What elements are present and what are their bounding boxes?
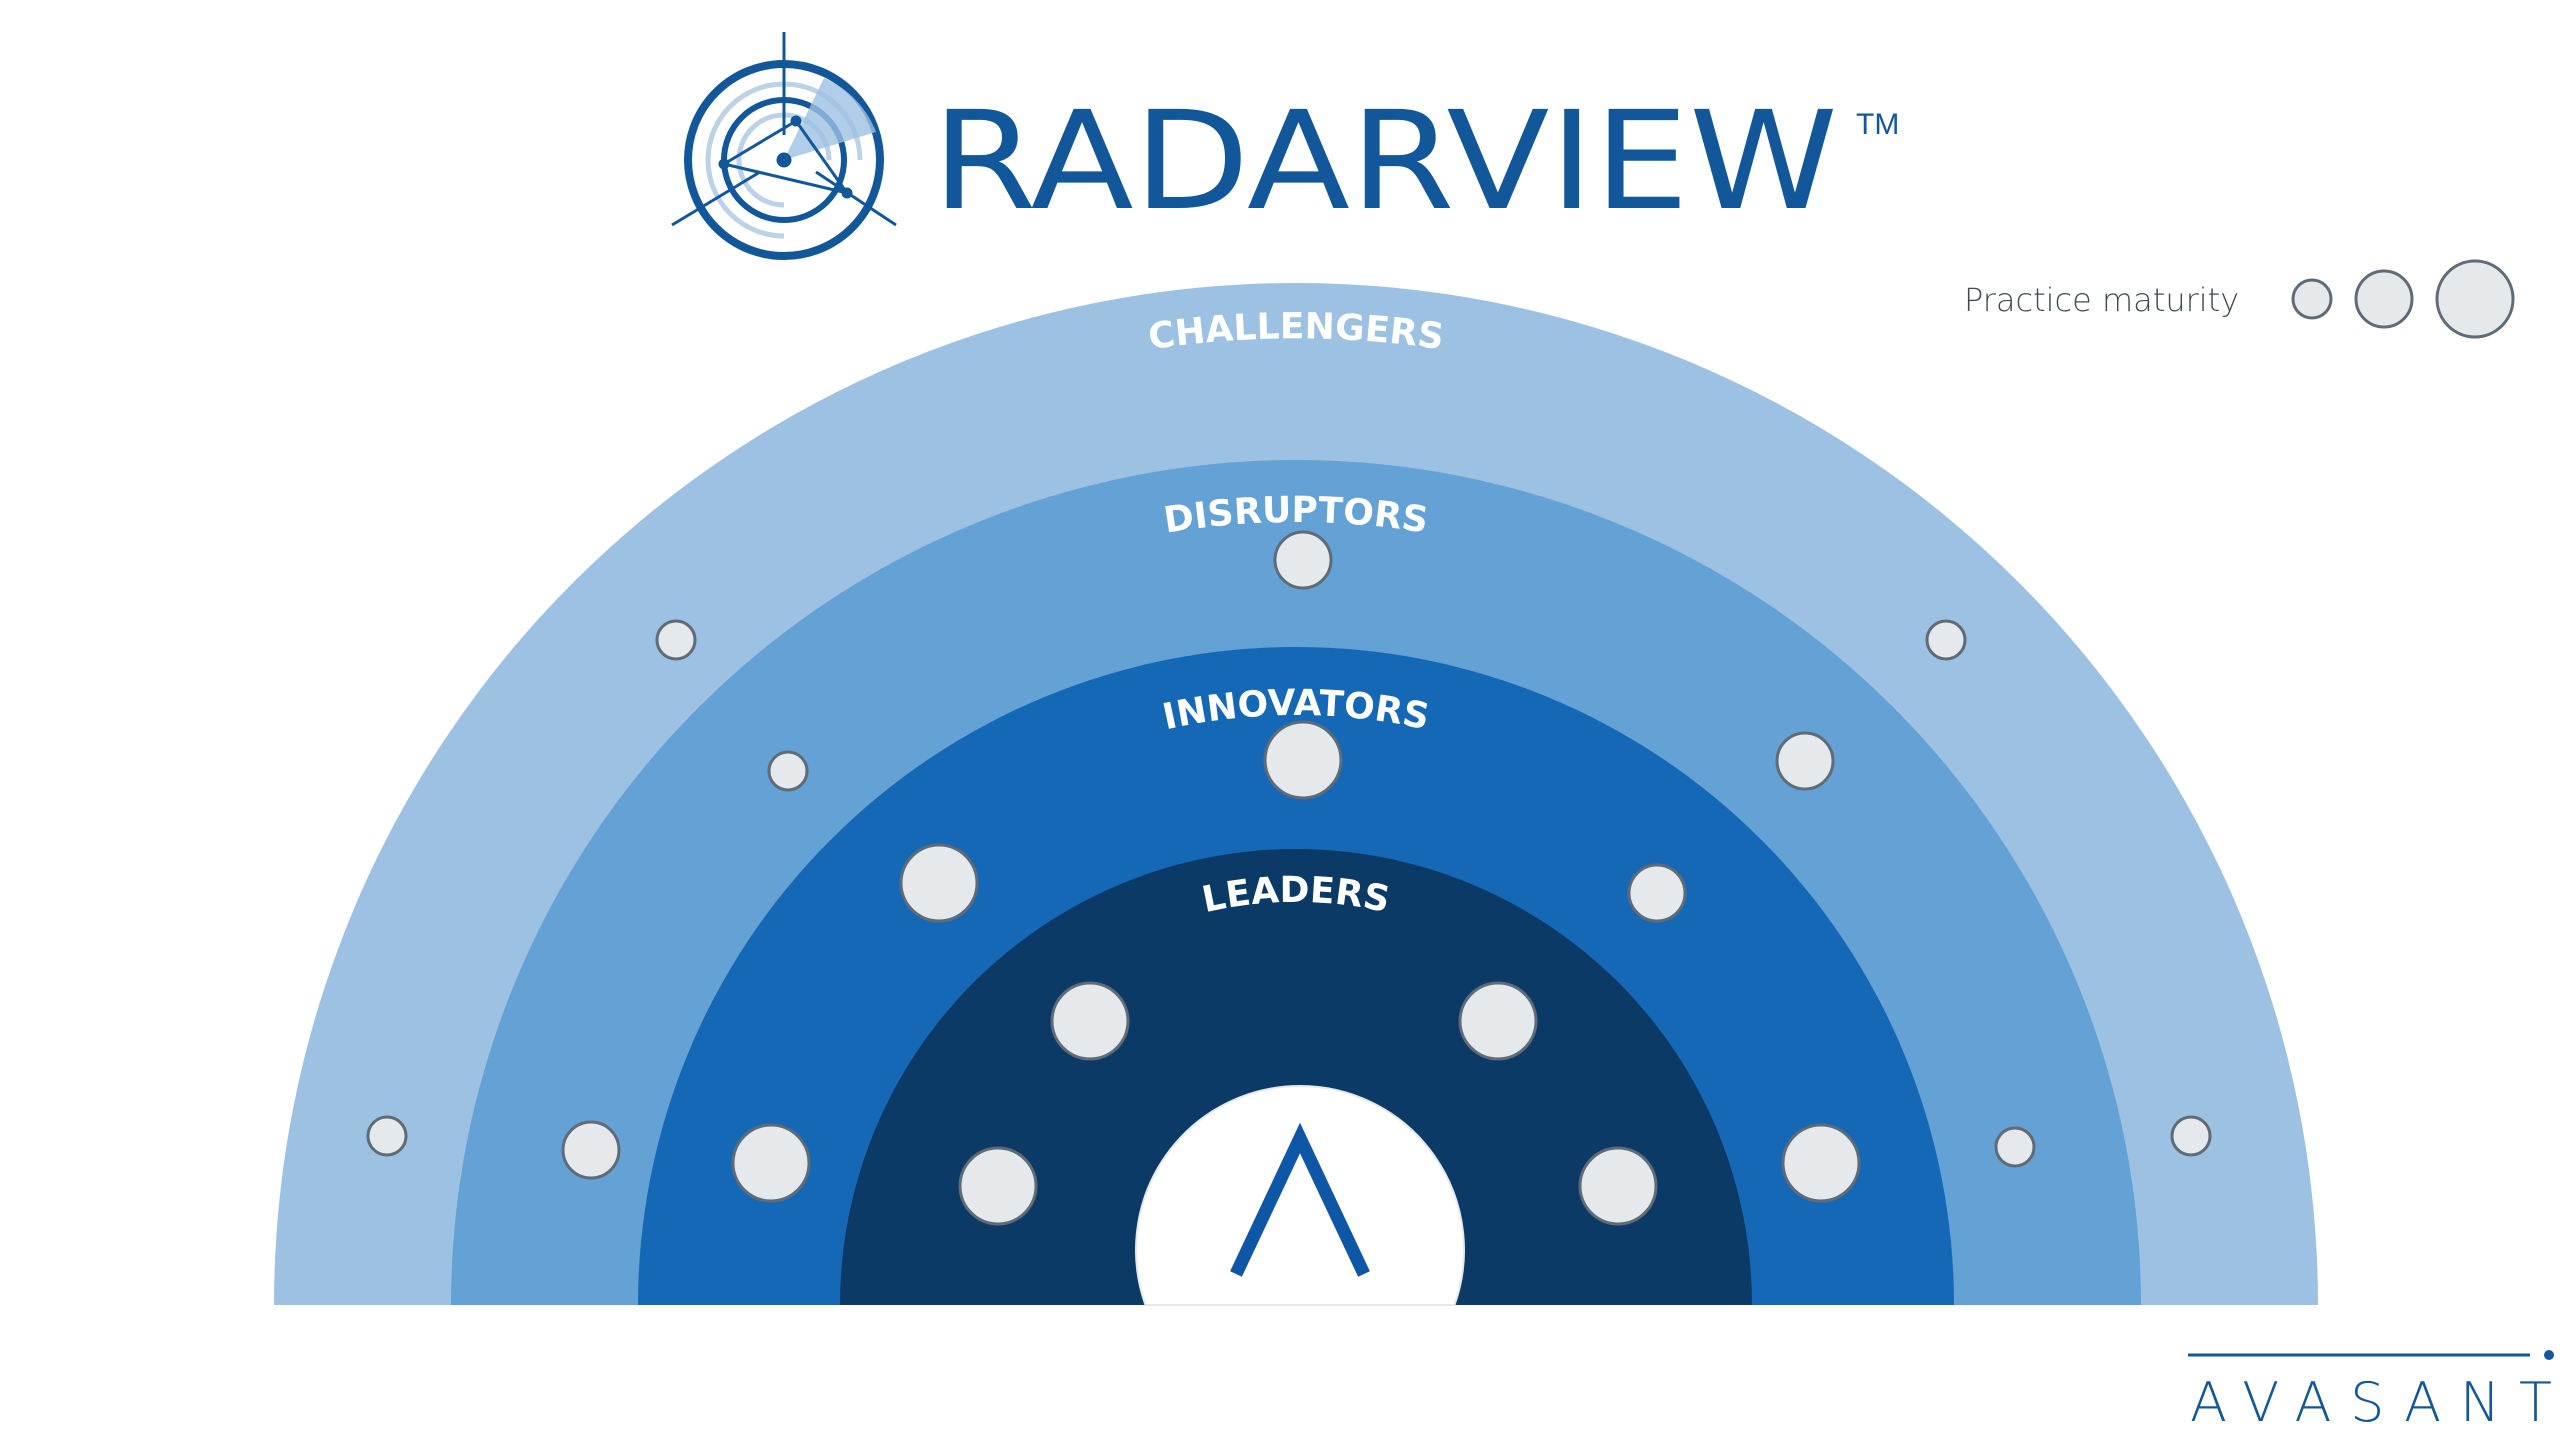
radarview-logo: RADARVIEW TM — [671, 32, 1899, 260]
radar-rings — [274, 283, 2318, 1306]
provider-bubble — [1925, 619, 1967, 661]
provider-bubble — [958, 1146, 1038, 1226]
provider-bubble — [1263, 720, 1343, 800]
legend-maturity-high — [2435, 259, 2515, 339]
avasant-lambda-icon — [1230, 1122, 1370, 1277]
provider-bubble — [655, 619, 697, 661]
trademark: TM — [1856, 108, 1899, 141]
legend-maturity-low — [2291, 278, 2333, 320]
provider-bubble — [366, 1115, 408, 1157]
provider-bubble — [1627, 863, 1687, 923]
radarview-wordmark: RADARVIEW — [932, 83, 1838, 241]
provider-bubble — [561, 1120, 621, 1180]
provider-bubble — [1578, 1146, 1658, 1226]
provider-bubble — [899, 843, 979, 923]
center-circle — [1135, 1085, 1465, 1306]
provider-bubble — [1458, 981, 1538, 1061]
provider-bubble — [767, 750, 809, 792]
avasant-logo: AVASANT — [2188, 1350, 2554, 1434]
provider-bubble — [1050, 981, 1130, 1061]
avasant-wordmark: AVASANT — [2190, 1371, 2552, 1434]
legend-maturity-mid — [2354, 269, 2414, 329]
provider-bubble — [1781, 1123, 1861, 1203]
provider-bubble — [1775, 731, 1835, 791]
radar-icon — [671, 32, 897, 260]
ring-leaders — [840, 849, 1752, 1305]
provider-bubble — [1273, 530, 1333, 590]
legend-label: Practice maturity — [1964, 281, 2239, 319]
provider-bubble — [731, 1123, 811, 1203]
legend: Practice maturity — [1964, 259, 2515, 339]
provider-bubble — [1994, 1126, 2036, 1168]
provider-bubbles — [366, 530, 2212, 1226]
provider-bubble — [2170, 1115, 2212, 1157]
